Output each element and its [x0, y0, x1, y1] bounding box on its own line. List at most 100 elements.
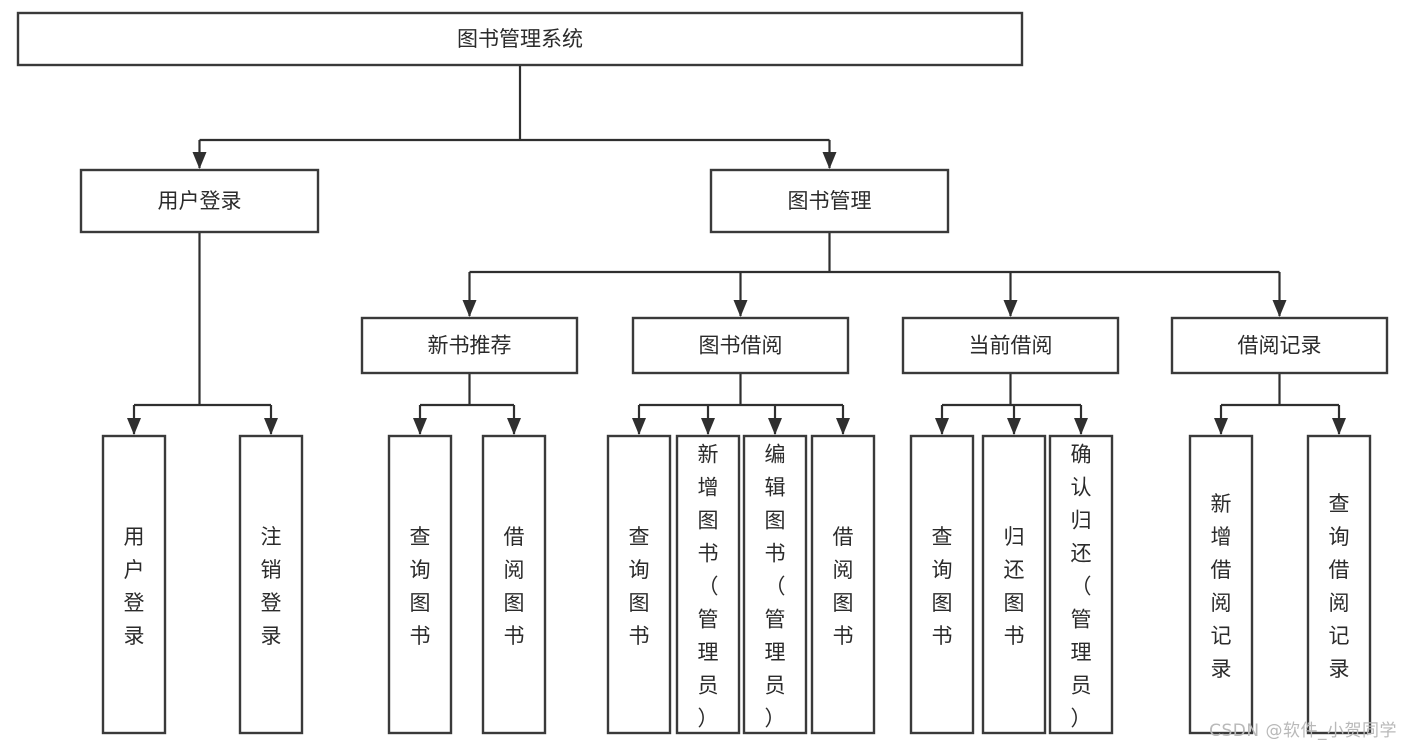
arrow-head: [1074, 418, 1088, 435]
node-label-char: 理: [765, 641, 786, 665]
node-book-manage[interactable]: 图书管理: [709, 168, 950, 234]
node-label-char: 理: [698, 641, 719, 665]
node-label-char: 图: [410, 591, 431, 615]
node-box: [79, 168, 320, 234]
node-label-char: ）: [698, 707, 719, 731]
node-label-char: 阅: [1211, 591, 1232, 615]
node-label-char: 用: [124, 525, 145, 549]
node-label-char: ）: [1071, 707, 1092, 731]
node-label-char: 查: [629, 525, 650, 549]
node-label-char: 编: [765, 443, 786, 467]
node-label-char: 员: [698, 674, 719, 698]
arrow-head: [462, 300, 477, 317]
node-box: [901, 316, 1120, 375]
node-label-char: 图: [833, 591, 854, 615]
arrow-head: [1003, 300, 1018, 317]
node-label-char: 图: [698, 509, 719, 533]
node-box: [101, 434, 167, 735]
node-label-char: 录: [124, 624, 145, 648]
node-label-char: 记: [1211, 624, 1232, 648]
node-label-char: 书: [698, 542, 719, 566]
arrow-head: [413, 418, 427, 435]
node-label-char: 书: [765, 542, 786, 566]
arrow-head: [1007, 418, 1021, 435]
node-box: [981, 434, 1047, 735]
node-label: 新书推荐: [428, 334, 512, 358]
node-book-borrow[interactable]: 图书借阅: [631, 316, 850, 375]
node-label: 用户登录: [158, 189, 242, 213]
node-borrow-record[interactable]: 借阅记录: [1170, 316, 1389, 375]
node-label-char: 记: [1329, 624, 1350, 648]
arrow-head: [507, 418, 521, 435]
node-new-book-recommend[interactable]: 新书推荐: [360, 316, 579, 375]
arrow-head: [1214, 418, 1228, 435]
node-label-char: 归: [1071, 509, 1092, 533]
arrow-head: [768, 418, 782, 435]
node-box: [1170, 316, 1389, 375]
node-label-char: 借: [504, 525, 525, 549]
node-label: 当前借阅: [969, 334, 1053, 358]
node-label-char: 询: [932, 558, 953, 582]
node-current-borrow[interactable]: 当前借阅: [901, 316, 1120, 375]
node-label-char: （: [765, 575, 786, 599]
node-label-char: 还: [1071, 542, 1092, 566]
node-label-char: 阅: [1329, 591, 1350, 615]
node-label-char: 阅: [833, 558, 854, 582]
arrow-head: [192, 152, 207, 169]
node-user-login[interactable]: 用户登录: [79, 168, 320, 234]
nodes-layer: 图书管理系统用户登录图书管理新书推荐图书借阅当前借阅借阅记录用户登录注销登录查询…: [16, 11, 1389, 735]
node-label-char: 增: [698, 476, 719, 500]
arrow-head: [264, 418, 278, 435]
arrow-head: [632, 418, 646, 435]
node-label-char: 询: [1329, 525, 1350, 549]
node-label-char: 书: [932, 624, 953, 648]
node-box: [1048, 434, 1114, 735]
node-label-char: 销: [261, 558, 282, 582]
node-label-char: 图: [504, 591, 525, 615]
node-label-char: 书: [504, 624, 525, 648]
node-label-char: 查: [932, 525, 953, 549]
node-leaf-user-login[interactable]: 用户登录: [101, 434, 167, 735]
node-label-char: 查: [410, 525, 431, 549]
connectors-layer: [127, 65, 1346, 435]
node-label-char: 还: [1004, 558, 1025, 582]
node-box: [1306, 434, 1372, 735]
node-label-char: 确: [1071, 443, 1092, 467]
node-label-char: 辑: [765, 476, 786, 500]
node-label-char: 查: [1329, 492, 1350, 516]
node-label-char: 书: [1004, 624, 1025, 648]
node-label-char: 图: [1004, 591, 1025, 615]
node-box: [1188, 434, 1254, 735]
node-label-char: 书: [629, 624, 650, 648]
node-label-char: 理: [1071, 641, 1092, 665]
arrow-head: [733, 300, 748, 317]
node-label-char: 员: [765, 674, 786, 698]
node-label-char: 图: [629, 591, 650, 615]
node-label-char: （: [1071, 575, 1092, 599]
node-box: [909, 434, 975, 735]
node-label-char: 增: [1211, 525, 1232, 549]
arrow-head: [701, 418, 715, 435]
node-label-char: 借: [1329, 558, 1350, 582]
node-label-char: 管: [765, 608, 786, 632]
node-box: [631, 316, 850, 375]
arrow-head: [1272, 300, 1287, 317]
node-root[interactable]: 图书管理系统: [16, 11, 1024, 67]
node-label-char: 员: [1071, 674, 1092, 698]
node-label: 借阅记录: [1238, 334, 1322, 358]
node-label-char: 询: [629, 558, 650, 582]
